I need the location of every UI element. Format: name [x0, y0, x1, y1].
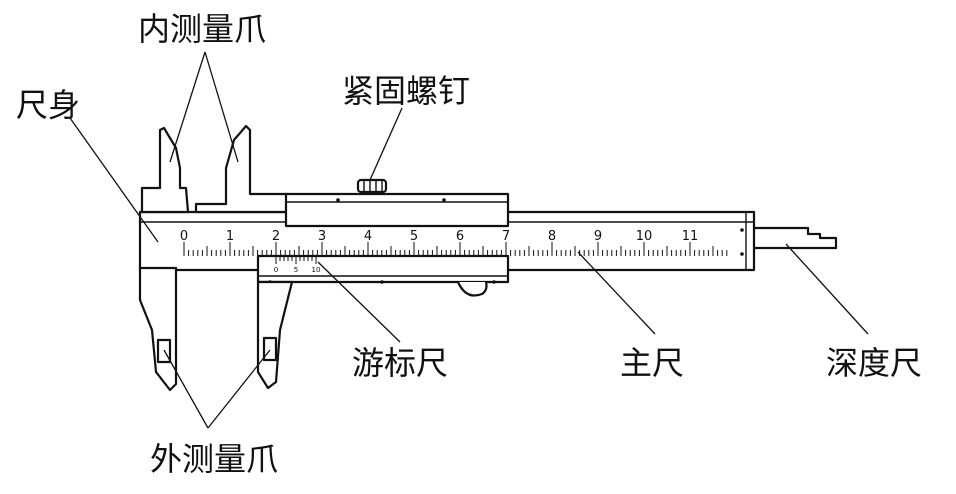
fixed-jaw-lower	[138, 266, 178, 392]
main-scale-number: 0	[180, 229, 188, 244]
vernier-scale-ticks	[275, 257, 317, 264]
main-scale-number: 8	[548, 229, 556, 244]
main-scale-number: 6	[456, 229, 464, 244]
leader-vernier-scale	[317, 261, 401, 343]
main-scale-number: 7	[502, 229, 510, 244]
thumb-grip	[456, 281, 488, 297]
vernier-scale-number: 5	[294, 266, 298, 274]
label-inner-jaws: 内测量爪	[138, 10, 266, 48]
label-outer-jaws: 外测量爪	[150, 440, 278, 478]
moving-jaw-upper	[194, 124, 290, 214]
label-vernier-scale: 游标尺	[352, 344, 448, 382]
label-ruler-body: 尺身	[16, 86, 80, 124]
depth-rod	[750, 226, 838, 250]
label-locking-screw: 紧固螺钉	[342, 72, 470, 110]
main-scale-ticks	[183, 242, 728, 256]
main-scale-number: 3	[318, 229, 326, 244]
main-scale-number: 11	[682, 229, 699, 244]
slider-top	[284, 192, 510, 228]
vernier-scale-numbers: 0 5 10	[274, 266, 321, 274]
main-scale-number: 10	[636, 229, 653, 244]
fixed-jaw-upper	[140, 126, 190, 214]
leader-ruler-body	[69, 117, 159, 243]
leader-depth-rod	[785, 243, 869, 335]
leader-inner-jaws-right	[204, 51, 239, 163]
leader-locking-screw	[369, 107, 403, 181]
leader-main-scale	[577, 251, 656, 335]
main-scale-number: 1	[226, 229, 234, 244]
main-scale-number: 9	[594, 229, 602, 244]
vernier-scale-number: 10	[312, 266, 321, 274]
leader-outer-jaws-right	[207, 349, 271, 429]
main-scale-number: 4	[364, 229, 372, 244]
leader-outer-jaws-left	[163, 349, 209, 429]
label-main-scale: 主尺	[620, 344, 684, 382]
vernier-scale-number: 0	[274, 266, 278, 274]
label-depth-rod: 深度尺	[826, 344, 922, 382]
main-scale-number: 5	[410, 229, 418, 244]
locking-screw	[356, 178, 388, 194]
main-scale-number: 2	[272, 229, 280, 244]
leader-inner-jaws-left	[169, 51, 206, 163]
moving-jaw-lower	[256, 280, 294, 390]
main-scale-numbers: 0 1 2 3 4 5 6 7 8 9 10 11	[180, 229, 698, 244]
